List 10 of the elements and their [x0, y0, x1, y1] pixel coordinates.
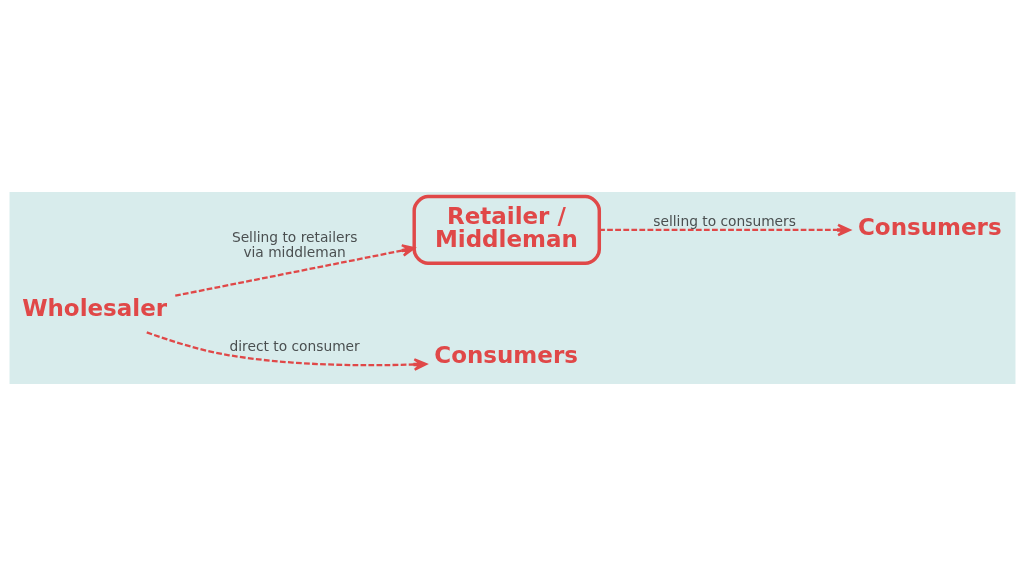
- arrow: [598, 223, 851, 237]
- node-text: Consumers: [857, 213, 1002, 240]
- edge-label: direct to consumer: [229, 338, 360, 355]
- edge-label: Selling to retailers via middleman: [231, 229, 357, 261]
- node-text: Wholesaler: [21, 295, 167, 322]
- edge-label: selling to consumers: [652, 213, 796, 230]
- arrow: [145, 331, 427, 371]
- node-text: Consumers: [433, 342, 578, 369]
- node-box: Retailer / Middleman: [411, 194, 601, 265]
- arrow: [174, 244, 415, 297]
